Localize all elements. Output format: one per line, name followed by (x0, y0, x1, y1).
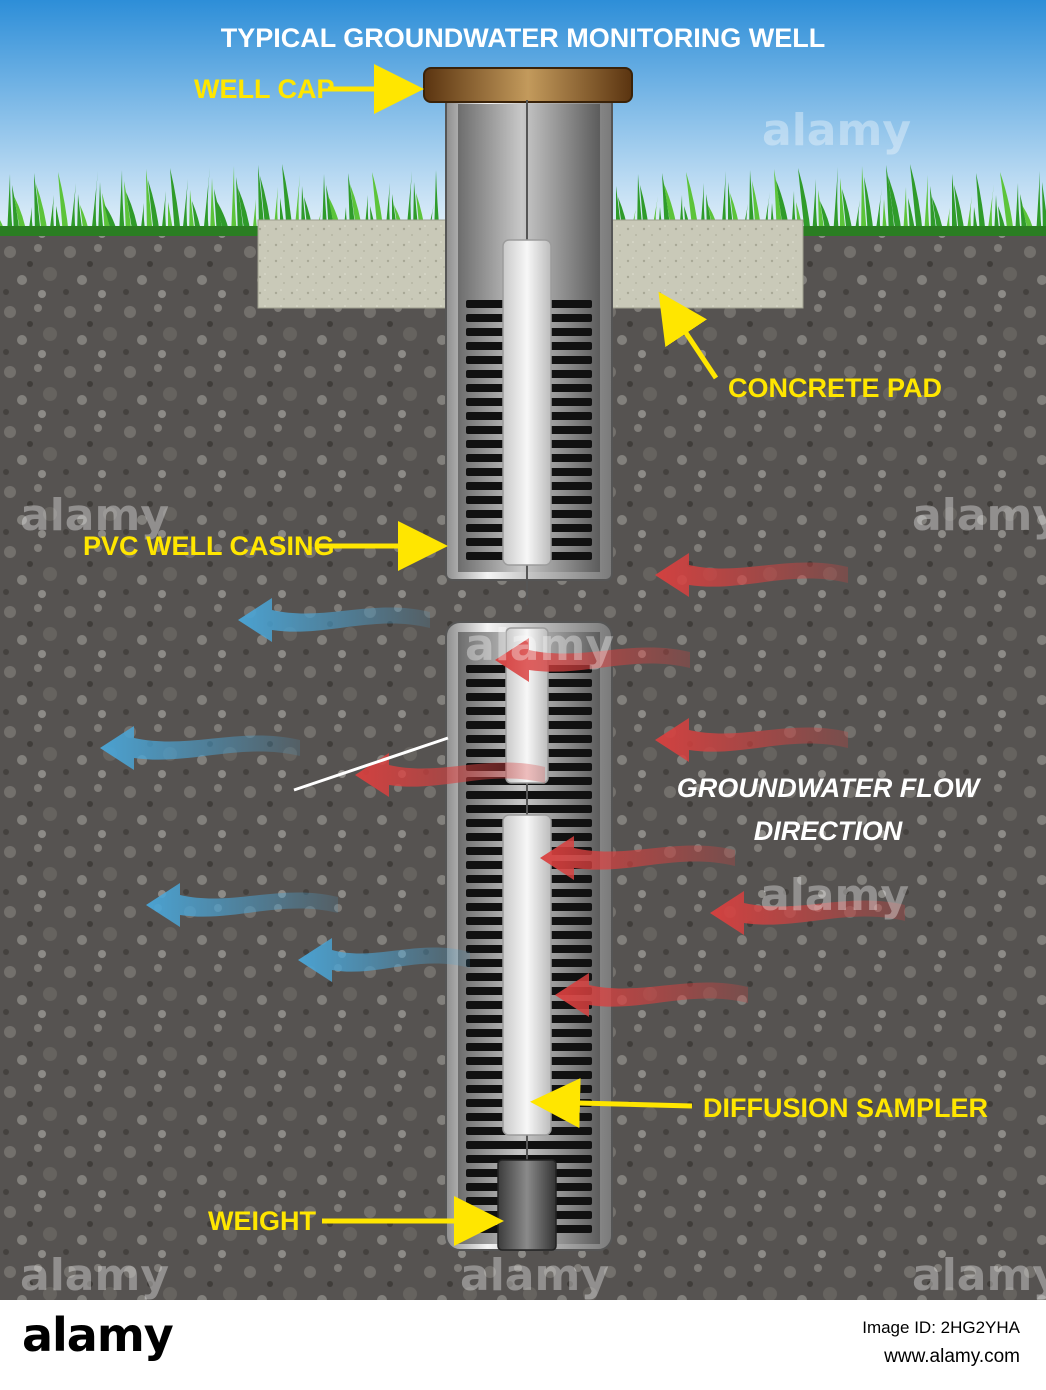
grass-blade (886, 165, 895, 236)
grass-blade (903, 187, 909, 236)
grass-blade (1020, 194, 1028, 236)
grass-blade (210, 178, 216, 236)
grass-blade (119, 170, 125, 236)
grass-blade (182, 179, 188, 236)
label-pvc-casing: PVC WELL CASING (83, 531, 335, 561)
diagram-title: TYPICAL GROUNDWATER MONITORING WELL (221, 23, 825, 53)
grass-blade (189, 190, 195, 236)
inflow-arrow (710, 891, 905, 935)
grass-blade (70, 183, 76, 236)
label-well-cap: WELL CAP (194, 74, 335, 104)
pointer-line (293, 736, 449, 792)
grass-blade (840, 178, 846, 236)
grass-blade (842, 189, 853, 236)
grass-blade (146, 169, 153, 236)
arrow-concrete-pad (658, 291, 719, 380)
grass-blade (954, 185, 965, 236)
grass-blade (774, 169, 783, 236)
grass-blade (864, 177, 874, 236)
label-flow-direction-1: GROUNDWATER FLOW (677, 773, 982, 803)
label-diffusion-sampler: DIFFUSION SAMPLER (703, 1093, 988, 1123)
grass-blade (833, 167, 839, 236)
watermark: alamy (762, 105, 911, 156)
diffusion-sampler-3 (502, 814, 552, 1136)
grass-blade (930, 186, 937, 236)
arrow-diffusion-sampler (530, 1078, 693, 1129)
watermark: alamy (465, 620, 614, 671)
grass-blade (36, 184, 48, 236)
grass-blade (818, 190, 825, 236)
casing-slot (466, 1155, 592, 1163)
inflow-arrow (655, 553, 848, 597)
grass-blade (924, 175, 930, 236)
grass-blade (875, 188, 882, 236)
grass-blade (798, 168, 811, 236)
grass-blade (58, 172, 69, 236)
outflow-arrow (146, 883, 338, 927)
grass-blade (98, 182, 104, 236)
grass-blade (1042, 182, 1046, 236)
grass-blade (49, 195, 55, 236)
inflow-arrow (540, 836, 735, 880)
diffusion-sampler-1 (502, 239, 552, 566)
watermark: alamy (460, 1250, 609, 1301)
outflow-arrows (100, 598, 470, 982)
footer-bar (0, 1300, 1046, 1390)
inflow-arrow (355, 753, 545, 797)
grass-blade (170, 168, 181, 236)
footer-brand-logo: alamy (22, 1308, 174, 1362)
grass-blade (861, 166, 867, 236)
grass-blade (231, 166, 237, 236)
label-concrete-pad: CONCRETE PAD (728, 373, 942, 403)
grass-blade (888, 176, 902, 236)
grass-blade (126, 192, 139, 236)
grass-blade (238, 188, 251, 236)
label-weight: WEIGHT (208, 1206, 316, 1236)
grass-blade (258, 165, 265, 236)
casing-slot (466, 791, 592, 799)
grass-blade (161, 191, 167, 236)
inflow-arrow (495, 638, 690, 682)
grass-blade (148, 180, 160, 236)
grass-blade (1036, 171, 1042, 236)
grass-blade (910, 164, 923, 236)
grass-blade (1015, 183, 1021, 236)
grass-blade (987, 184, 994, 236)
grass-blade (77, 194, 83, 236)
grass-blade (91, 171, 98, 236)
footer-url: www.alamy.com (884, 1346, 1020, 1367)
grass-blade (102, 193, 111, 236)
watermark: alamy (20, 490, 169, 541)
watermark: alamy (760, 870, 909, 921)
grass-blade (124, 181, 132, 236)
grass-blade (1000, 172, 1014, 236)
inflow-arrow (555, 973, 748, 1017)
well-cap (423, 67, 633, 103)
grass-blade (12, 185, 20, 236)
grass-blade (34, 173, 41, 236)
casing-slot (466, 805, 592, 813)
casing-slot (466, 1141, 592, 1149)
inflow-arrow (655, 718, 848, 762)
grass-blade (976, 173, 986, 236)
grass-blade (994, 195, 1000, 236)
outflow-arrow (238, 598, 430, 642)
grass-blade (282, 164, 293, 236)
grass-blade (203, 167, 210, 236)
watermark: alamy (20, 1250, 169, 1301)
outflow-arrow (100, 726, 300, 770)
watermark: alamy (912, 490, 1046, 541)
watermarks: alamy alamy alamy alamy alamy alamy alam… (20, 105, 1046, 1301)
inflow-arrows (355, 553, 905, 1017)
grass-blade (952, 174, 958, 236)
watermark: alamy (912, 1250, 1046, 1301)
footer-image-id: Image ID: 2HG2YHA (862, 1318, 1020, 1337)
grass-blade (7, 174, 13, 236)
grass-blade (236, 177, 244, 236)
grass-blade (812, 179, 818, 236)
weight (497, 1159, 557, 1251)
outflow-arrow (298, 938, 470, 982)
label-flow-direction-2: DIRECTION (754, 816, 903, 846)
